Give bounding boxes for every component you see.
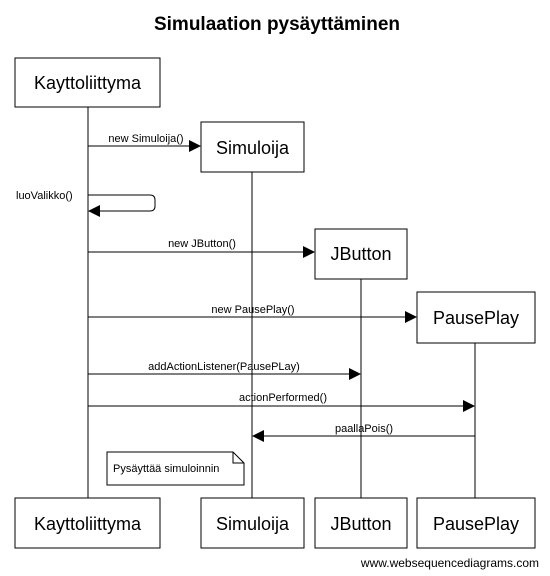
message-label: paallaPois() <box>335 423 393 435</box>
participant-jbutton-bottom: JButton <box>314 497 408 549</box>
participant-label: PausePlay <box>433 514 519 534</box>
message-label: addActionListener(PausePLay) <box>148 361 300 373</box>
participant-label: PausePlay <box>433 308 519 328</box>
participant-pauseplay-top: PausePlay <box>416 291 536 344</box>
message-label: luoValikko() <box>16 190 73 202</box>
participant-pauseplay-bottom: PausePlay <box>416 497 536 549</box>
participant-label: Simuloija <box>216 514 290 534</box>
message-paallapois: paallaPois() <box>252 423 475 442</box>
message-actionperformed: actionPerformed() <box>88 392 475 412</box>
message-new-pauseplay: new PausePlay() <box>88 304 417 323</box>
message-addactionlistener: addActionListener(PausePLay) <box>88 361 361 380</box>
participant-kayttoliittyma-top: Kayttoliittyma <box>14 57 161 108</box>
message-label: new PausePlay() <box>211 304 294 316</box>
participant-jbutton-top: JButton <box>314 228 408 280</box>
participant-kayttoliittyma-bottom: Kayttoliittyma <box>14 497 161 549</box>
participant-simuloija-top: Simuloija <box>200 121 305 173</box>
message-luovalikko: luoValikko() <box>16 190 156 217</box>
participant-label: JButton <box>330 244 391 264</box>
participant-label: JButton <box>330 514 391 534</box>
message-new-simuloija: new Simuloija() <box>88 133 201 152</box>
note: Pysäyttää simuloinnin <box>106 451 245 486</box>
participant-label: Kayttoliittyma <box>34 73 142 93</box>
participant-label: Simuloija <box>216 138 290 158</box>
diagram-title: Simulaation pysäyttäminen <box>154 14 400 35</box>
note-text: Pysäyttää simuloinnin <box>113 463 219 475</box>
participant-simuloija-bottom: Simuloija <box>200 497 305 549</box>
message-label: new Simuloija() <box>108 133 183 145</box>
message-new-jbutton: new JButton() <box>88 238 315 258</box>
message-label: new JButton() <box>168 238 236 250</box>
footer-watermark: www.websequencediagrams.com <box>360 556 539 570</box>
participant-label: Kayttoliittyma <box>34 514 142 534</box>
message-label: actionPerformed() <box>239 392 327 404</box>
